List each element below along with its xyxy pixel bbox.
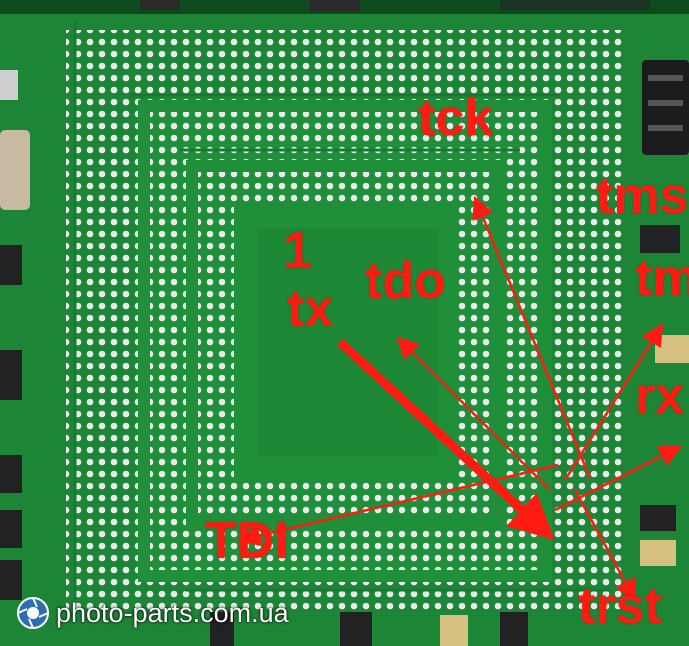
arrow-tdo xyxy=(396,336,551,491)
label-tdo: tdo xyxy=(365,252,446,310)
arrow-trst xyxy=(573,489,637,602)
label-tx: tx xyxy=(287,280,334,338)
label-tdi: TDI xyxy=(205,512,289,570)
label-one: 1 xyxy=(283,222,312,280)
watermark: photo-parts.com.ua xyxy=(16,596,289,630)
label-tms: tms xyxy=(596,167,689,225)
camera-aperture-icon xyxy=(17,597,49,629)
arrow-tx xyxy=(336,338,555,541)
arrow-tm xyxy=(563,323,664,481)
watermark-text: photo-parts.com.ua xyxy=(56,597,289,628)
label-tck: tck xyxy=(418,89,494,147)
annotation-arrows xyxy=(237,195,683,602)
label-trst: trst xyxy=(578,577,662,635)
label-tm: tm xyxy=(635,249,689,307)
arrow-rx xyxy=(554,445,683,512)
label-rx: rx xyxy=(635,367,685,425)
capacitor xyxy=(0,130,30,210)
arrow-tck xyxy=(472,195,592,479)
arrow-tdi xyxy=(237,463,559,547)
